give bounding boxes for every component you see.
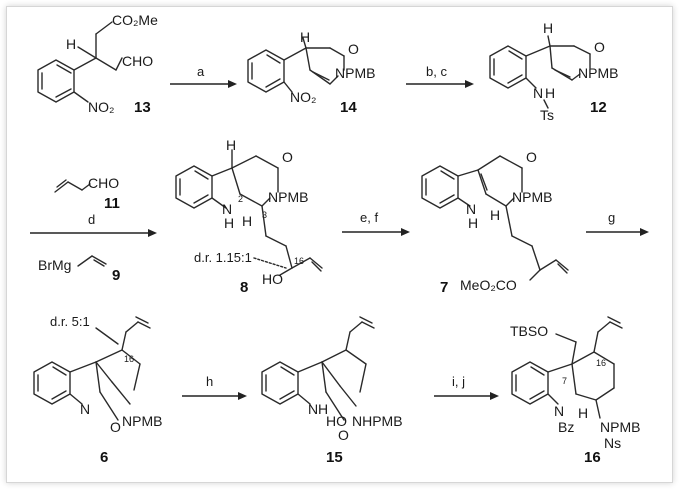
compound-id-15: 15	[326, 449, 343, 466]
c6-dr-label: d.r. 5:1	[50, 314, 90, 329]
c13-ester-label: CO₂Me	[112, 12, 158, 28]
c12-nh-h-label: H	[545, 85, 555, 101]
c8-n-label: N	[222, 201, 232, 217]
arrow-step-ef: e, f	[342, 210, 410, 236]
compound-id-14: 14	[340, 99, 357, 116]
c15-ho-label: HO	[326, 413, 347, 429]
c7-npmb-label: NPMB	[512, 189, 552, 205]
compound-14: O NPMB NO₂ H 14	[247, 29, 375, 116]
step-d-label: d	[88, 212, 95, 227]
c8-ho-label: HO	[262, 271, 283, 287]
c12-n-label: N	[533, 85, 543, 101]
c6-oxygen-label: O	[110, 419, 121, 435]
c9-brmg-label: BrMg	[38, 257, 71, 273]
step-ef-label: e, f	[360, 210, 378, 225]
c7-oxygen-label: O	[526, 149, 537, 165]
c16-ns-label: Ns	[604, 435, 621, 451]
compound-12: O NPMB N H Ts H 12	[489, 20, 618, 123]
c15-oxygen-label: O	[338, 427, 349, 443]
compound-id-12: 12	[590, 99, 607, 116]
compound-id-7: 7	[440, 279, 448, 296]
arrow-step-g: g	[586, 210, 649, 236]
c7-h-label: H	[490, 207, 500, 223]
scheme-frame	[6, 6, 673, 483]
compound-16: TBSO 16 7 N Bz H NPMB Ns 16	[510, 316, 640, 466]
c12-npmb-label: NPMB	[578, 65, 618, 81]
c12-h-label: H	[543, 20, 553, 36]
c14-h-label: H	[300, 29, 310, 45]
c12-ts-label: Ts	[540, 107, 554, 123]
c13-nitro-label: NO₂	[88, 99, 114, 115]
step-a-label: a	[197, 64, 205, 79]
c7-n-label: N	[466, 201, 476, 217]
compound-id-13: 13	[134, 99, 151, 116]
compound-6: d.r. 5:1 16 N O NPMB 6	[33, 314, 162, 466]
c16-bz-label: Bz	[558, 419, 574, 435]
compound-13: CO₂Me CHO H NO₂ 13	[37, 12, 158, 116]
compound-id-6: 6	[100, 449, 108, 466]
c15-nh-h-label: H	[318, 401, 328, 417]
c8-pos2-label: 2	[238, 194, 243, 204]
c13-h-label: H	[66, 36, 76, 52]
c8-oxygen-label: O	[282, 149, 293, 165]
arrow-step-d: d	[30, 212, 157, 237]
compound-id-16: 16	[584, 449, 601, 466]
c16-npmb-label: NPMB	[600, 419, 640, 435]
c15-nhpmb-label: NHPMB	[352, 413, 403, 429]
c8-h-bottom-label: H	[242, 213, 252, 229]
reagent-9: BrMg 9	[38, 255, 120, 284]
c8-npmb-label: NPMB	[268, 189, 308, 205]
step-ij-label: i, j	[452, 374, 465, 389]
c11-cho-label: CHO	[88, 175, 119, 191]
c8-nh-h-label: H	[224, 215, 234, 231]
c14-nitro-label: NO₂	[290, 89, 316, 105]
step-bc-label: b, c	[426, 64, 447, 79]
c7-ester-label: MeO₂CO	[460, 277, 517, 293]
c14-npmb-label: NPMB	[335, 65, 375, 81]
c6-npmb-label: NPMB	[122, 413, 162, 429]
arrow-step-ij: i, j	[434, 374, 499, 400]
step-h-label: h	[206, 374, 213, 389]
c16-pos16-label: 16	[596, 358, 606, 368]
c8-dr-label: d.r. 1.15:1	[194, 250, 252, 265]
c8-h-label: H	[226, 137, 236, 153]
step-g-label: g	[608, 210, 615, 225]
c15-n-label: N	[308, 401, 318, 417]
compound-15: N H HO O NHPMB 15	[261, 316, 403, 466]
c16-h-label: H	[578, 405, 588, 421]
c16-pos7-label: 7	[562, 376, 567, 386]
c7-nh-h-label: H	[468, 215, 478, 231]
compound-id-8: 8	[240, 279, 248, 296]
c14-oxygen-label: O	[348, 41, 359, 57]
compound-id-11: 11	[104, 195, 120, 212]
arrow-step-a: a	[170, 64, 237, 88]
compound-7: O NPMB N H H MeO₂CO 7	[421, 149, 569, 296]
reagent-11: CHO 11	[54, 175, 120, 212]
c12-oxygen-label: O	[594, 39, 605, 55]
c6-n-label: N	[80, 401, 90, 417]
c8-pos16-label: 16	[294, 256, 304, 266]
c16-n-label: N	[554, 403, 564, 419]
c16-tbso-label: TBSO	[510, 323, 548, 339]
c8-pos3-label: 3	[262, 210, 267, 220]
c6-pos16-label: 16	[124, 354, 134, 364]
compound-id-9: 9	[112, 267, 120, 284]
compound-8: H O NPMB N H H 2 3 16 d.r. 1.15:1 HO 8	[175, 137, 323, 296]
arrow-step-bc: b, c	[406, 64, 474, 88]
arrow-step-h: h	[182, 374, 247, 400]
c13-aldehyde-label: CHO	[122, 53, 153, 69]
